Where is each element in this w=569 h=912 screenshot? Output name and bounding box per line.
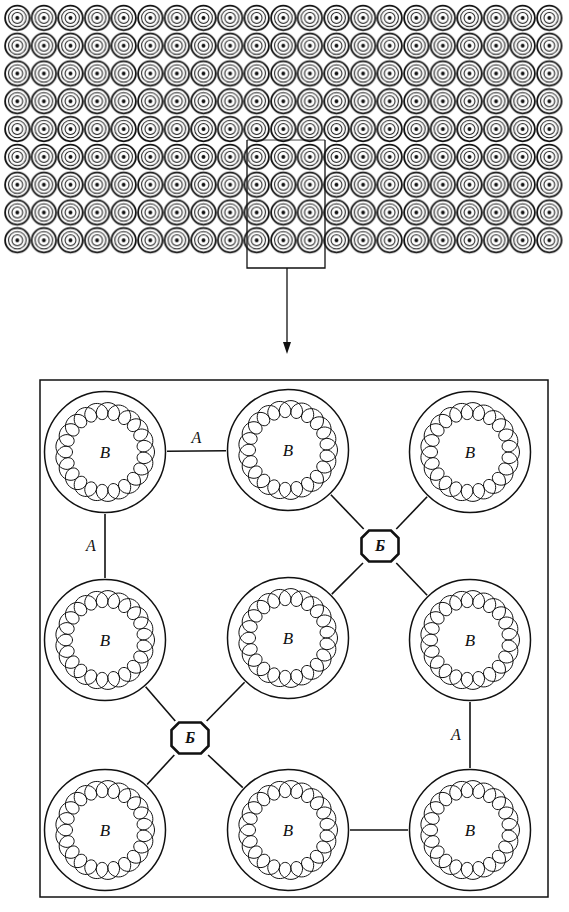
coil-ring (56, 591, 155, 690)
connector-stroke (104, 514, 106, 578)
cell-border (410, 392, 531, 513)
cell-circle: В (43, 390, 167, 514)
connector-stroke (396, 497, 427, 529)
connector-stroke (469, 702, 471, 768)
connector-line (331, 495, 364, 529)
enlarged-frame (40, 380, 548, 897)
cell-border (45, 392, 166, 513)
connector-line (396, 497, 427, 529)
junction-hexagon: Б (170, 721, 210, 755)
coil-ring (56, 403, 155, 502)
junction-letter: Б (375, 538, 385, 554)
connector-stroke (146, 687, 176, 721)
connector-stroke (167, 450, 226, 452)
cell-letter: В (283, 630, 293, 647)
connector-line (350, 830, 408, 831)
cell-letter: В (283, 442, 293, 459)
junction-letter: Б (185, 730, 195, 746)
junction-hexagon: Б (360, 529, 400, 563)
cell-circle: В (43, 768, 167, 892)
selection-edge (247, 140, 325, 141)
cell-circle: В (226, 388, 350, 512)
coil-ring (421, 781, 520, 880)
arrow-head (283, 342, 291, 354)
hexagon-border (172, 723, 209, 754)
coil-ring (239, 781, 338, 880)
coil-ring (421, 591, 520, 690)
coil-ring (239, 401, 338, 500)
cell-circle: В (408, 578, 532, 702)
connector-line (207, 682, 245, 721)
cell-circle: В (226, 768, 350, 892)
connector-stroke (396, 563, 427, 595)
zoom-arrow (286, 268, 287, 344)
cell-letter: В (100, 632, 110, 649)
cell-letter: В (465, 822, 475, 839)
coil-ring (421, 403, 520, 502)
cell-circle: В (408, 390, 532, 514)
connector-line (470, 702, 471, 768)
connector-stroke (147, 755, 174, 784)
cell-circle: В (408, 768, 532, 892)
cell-border (228, 770, 349, 891)
connection-label: А (449, 727, 463, 743)
connector-stroke (208, 755, 243, 788)
connector-stroke (331, 495, 364, 529)
coil-ring (56, 781, 155, 880)
connector-stroke (207, 682, 245, 721)
cell-letter: В (465, 632, 475, 649)
connection-label: А (84, 538, 98, 554)
cell-border (410, 580, 531, 701)
cell-letter: В (100, 822, 110, 839)
cell-border (45, 770, 166, 891)
cell-letter: В (283, 822, 293, 839)
cell-border (228, 390, 349, 511)
connector-line (105, 514, 106, 578)
cell-circle: В (226, 576, 350, 700)
cell-letter: В (100, 444, 110, 461)
cell-border (228, 578, 349, 699)
coil-ring (239, 589, 338, 688)
connector-line (208, 755, 243, 788)
connector-stroke (350, 829, 408, 831)
connector-line (167, 450, 226, 452)
cell-letter: В (465, 444, 475, 461)
selection-bracket (247, 140, 325, 268)
connector-stroke (332, 563, 363, 594)
connector-line (146, 687, 176, 721)
cell-circle: В (43, 578, 167, 702)
connector-line (332, 563, 363, 594)
hexagon-border (362, 531, 399, 562)
connector-line (147, 755, 174, 784)
connection-label: А (190, 430, 204, 446)
cell-border (45, 580, 166, 701)
connector-line (396, 563, 427, 595)
cell-border (410, 770, 531, 891)
cell-grid (4, 4, 563, 254)
